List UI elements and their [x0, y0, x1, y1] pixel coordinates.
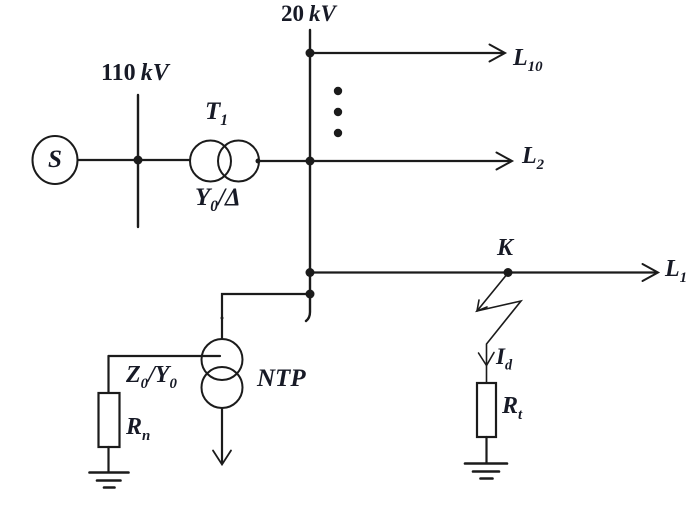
junction-dot-l10: [305, 48, 315, 58]
fault-current-label: Id: [496, 344, 512, 373]
transformer-t1-label: T1: [205, 98, 228, 128]
bus-20kv: [304, 28, 312, 323]
fault-point-text: K: [497, 235, 514, 261]
bus-to-ntp-line: [220, 292, 308, 341]
ntp-line-dot: [220, 316, 224, 320]
fault-resistor-label: Rt: [502, 393, 522, 422]
source-label-text: S: [48, 146, 62, 173]
feeder-l1-arrow-icon: [641, 263, 661, 282]
transformer-t1-symbol: [189, 139, 260, 183]
ntp-text: NTP: [257, 365, 306, 392]
bus-110kv-voltage-value: 110: [101, 60, 136, 86]
z0y0-s2: 0: [169, 375, 177, 392]
feeder-l10-arrow-icon: [488, 43, 508, 63]
t1-base: T: [205, 98, 221, 125]
junction-dot-ntp: [305, 289, 315, 299]
ntp-transformer-symbol: [200, 338, 244, 409]
id-base: I: [496, 344, 505, 369]
neutral-resistor-label: Rn: [126, 414, 150, 443]
bus-20kv-voltage-unit: kV: [309, 1, 336, 26]
l2-base: L: [522, 143, 537, 169]
fault-current-arrow-icon: [477, 351, 495, 368]
resistor-rt-symbol: [475, 381, 498, 439]
id-sub: d: [504, 357, 513, 374]
l1-base: L: [665, 256, 680, 282]
feeder-l10-label: L10: [513, 45, 543, 74]
fault-point-label: K: [497, 236, 513, 260]
l1-sub: 1: [679, 269, 688, 286]
more-feeders-ellipsis-icon: [333, 86, 343, 138]
vector-group-sub: 0: [210, 198, 219, 215]
feeder-l1-label: L1: [665, 256, 687, 285]
ground-symbol-rt-icon: [463, 462, 509, 480]
rt-sub: t: [518, 406, 523, 423]
l10-base: L: [513, 45, 528, 71]
l10-sub: 10: [527, 58, 543, 75]
source-label: S: [33, 147, 77, 172]
junction-dot-l1: [305, 268, 315, 277]
rn-base: R: [126, 414, 143, 440]
junction-dot-110kv: [133, 155, 143, 165]
z0y0-p1: Z: [126, 362, 141, 388]
transformer-vector-group-label: Y0/Δ: [195, 184, 241, 214]
rt-base: R: [502, 393, 519, 419]
ntp-winding-label: Z0/Y0: [126, 362, 177, 391]
resistor-rn-symbol: [97, 391, 121, 449]
junction-dot-l2: [305, 156, 315, 166]
z0y0-s1: 0: [140, 375, 149, 392]
z0y0-p2: /Y: [148, 362, 170, 388]
rn-sub: n: [142, 427, 151, 444]
bus-110kv-voltage-unit: kV: [140, 60, 169, 86]
vector-group-rest: /Δ: [218, 184, 241, 211]
feeder-l2-label: L2: [522, 143, 544, 172]
ntp-label: NTP: [257, 366, 306, 391]
t1-sub: 1: [220, 112, 229, 129]
l2-sub: 2: [536, 156, 545, 173]
ground-symbol-rn-icon: [88, 471, 130, 489]
vector-group-base: Y: [195, 184, 211, 211]
feeder-l2-arrow-icon: [495, 151, 515, 171]
lightning-fault-icon: [474, 272, 524, 384]
bus-20kv-voltage-value: 20: [281, 1, 304, 26]
ntp-neutral-arrow-icon: [212, 449, 232, 467]
